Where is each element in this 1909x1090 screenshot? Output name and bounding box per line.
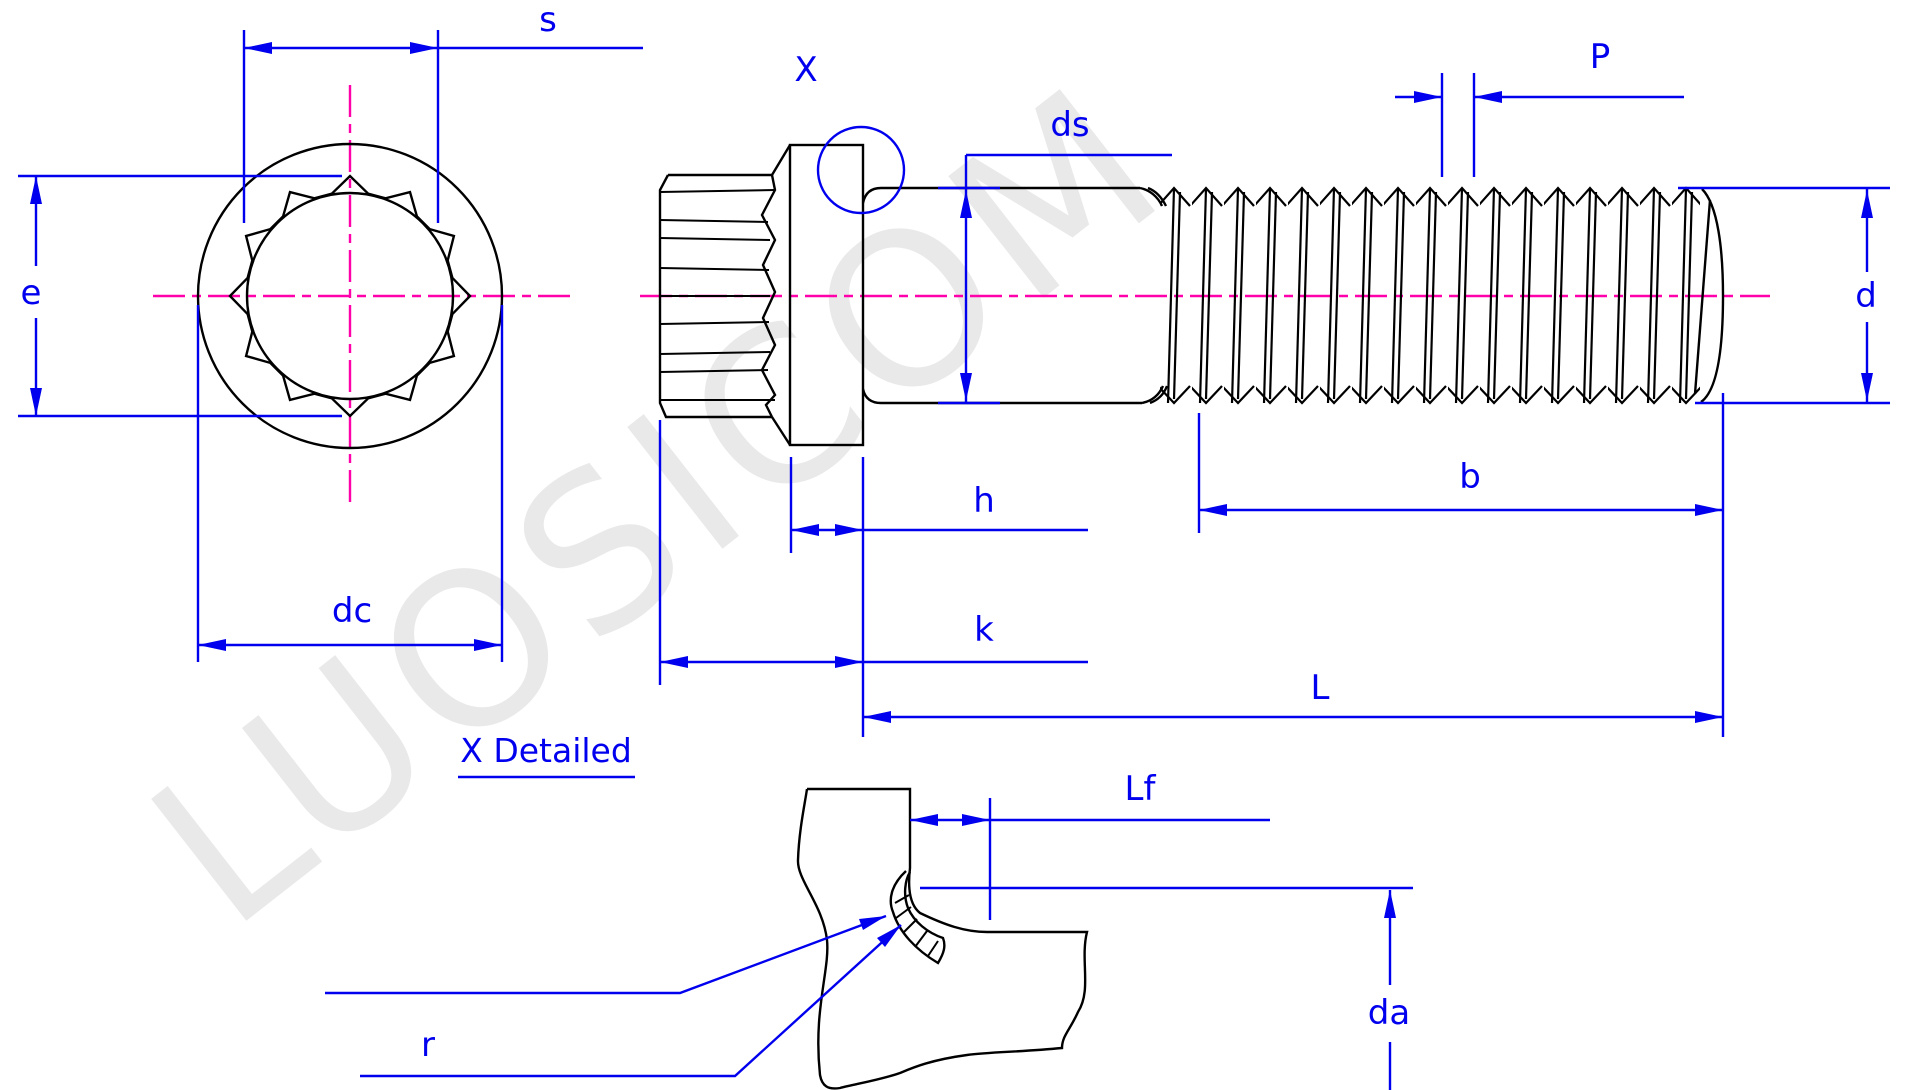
dim-da bbox=[920, 886, 1413, 1090]
detail-view bbox=[796, 787, 1089, 1090]
label-l: L bbox=[1310, 668, 1330, 708]
dim-s bbox=[242, 30, 643, 223]
label-p: P bbox=[1589, 37, 1611, 77]
label-k: k bbox=[974, 610, 994, 650]
detail-fillet-crescent bbox=[889, 870, 946, 965]
head-cone-bottom bbox=[770, 416, 792, 446]
arrow-b-right bbox=[1695, 504, 1723, 516]
flange-outer-circle bbox=[196, 142, 504, 450]
arrow-s-left bbox=[244, 42, 272, 54]
arrow-h-right bbox=[835, 524, 863, 536]
detail-view-title: X Detailed bbox=[460, 731, 632, 770]
label-ds: ds bbox=[1050, 105, 1090, 145]
arrow-lf-left bbox=[910, 814, 938, 826]
dim-dc bbox=[196, 305, 504, 662]
head-facet-lines bbox=[659, 189, 776, 401]
thread-region bbox=[1160, 182, 1700, 412]
dim-e bbox=[18, 174, 342, 418]
head-cone-top bbox=[770, 144, 792, 176]
arrow-ds-up bbox=[960, 190, 972, 218]
arrow-h-left bbox=[791, 524, 819, 536]
end-view bbox=[196, 142, 504, 450]
twelve-point-star bbox=[228, 174, 472, 418]
thread-end-flank bbox=[1693, 199, 1712, 395]
arrow-d-down bbox=[1861, 373, 1873, 401]
label-x: X bbox=[794, 50, 818, 90]
arrow-p-left bbox=[1474, 91, 1502, 103]
label-dc: dc bbox=[331, 591, 373, 631]
arrow-lf-right bbox=[962, 814, 990, 826]
fillet-top bbox=[861, 186, 882, 204]
dim-b bbox=[1197, 393, 1725, 737]
arrow-e-down bbox=[30, 388, 42, 416]
arrow-e-up bbox=[30, 176, 42, 204]
side-view bbox=[658, 143, 1725, 447]
arrow-s-right bbox=[410, 42, 438, 54]
dim-k bbox=[658, 420, 1088, 737]
dim-h bbox=[789, 457, 1088, 553]
arrow-d-up bbox=[1861, 190, 1873, 218]
leader-r bbox=[325, 914, 902, 1078]
arrow-l-left bbox=[863, 711, 891, 723]
arrow-dc-right bbox=[474, 639, 502, 651]
arrow-l-right bbox=[1695, 711, 1723, 723]
label-da: da bbox=[1367, 993, 1411, 1033]
label-s: s bbox=[539, 0, 557, 40]
detail-x-circle bbox=[816, 125, 906, 215]
dim-ds bbox=[938, 153, 1172, 405]
head-serration-right-zigzag bbox=[760, 174, 777, 418]
arrow-dc-left bbox=[198, 639, 226, 651]
dim-p bbox=[1395, 73, 1684, 177]
arrow-ds-down bbox=[960, 373, 972, 401]
label-d: d bbox=[1855, 276, 1877, 316]
thread-end-cap bbox=[1700, 188, 1725, 403]
arrow-k-right bbox=[835, 656, 863, 668]
head-inner-circle bbox=[245, 191, 455, 401]
arrow-k-left bbox=[660, 656, 688, 668]
arrow-b-left bbox=[1199, 504, 1227, 516]
label-b: b bbox=[1459, 457, 1481, 497]
arrow-r-tip-1 bbox=[859, 916, 886, 930]
detail-outline bbox=[796, 787, 1089, 1090]
head-outline bbox=[658, 174, 772, 419]
label-r: r bbox=[421, 1025, 435, 1065]
arrow-da-up bbox=[1384, 890, 1396, 918]
arrowheads bbox=[30, 42, 1873, 947]
detail-fillet-hatching bbox=[894, 894, 939, 957]
arrow-p-right bbox=[1414, 91, 1442, 103]
arrow-r-tip-2 bbox=[877, 925, 901, 947]
label-e: e bbox=[20, 273, 42, 313]
label-h: h bbox=[973, 481, 995, 521]
fillet-bottom bbox=[861, 388, 882, 405]
label-lf: Lf bbox=[1124, 769, 1156, 809]
